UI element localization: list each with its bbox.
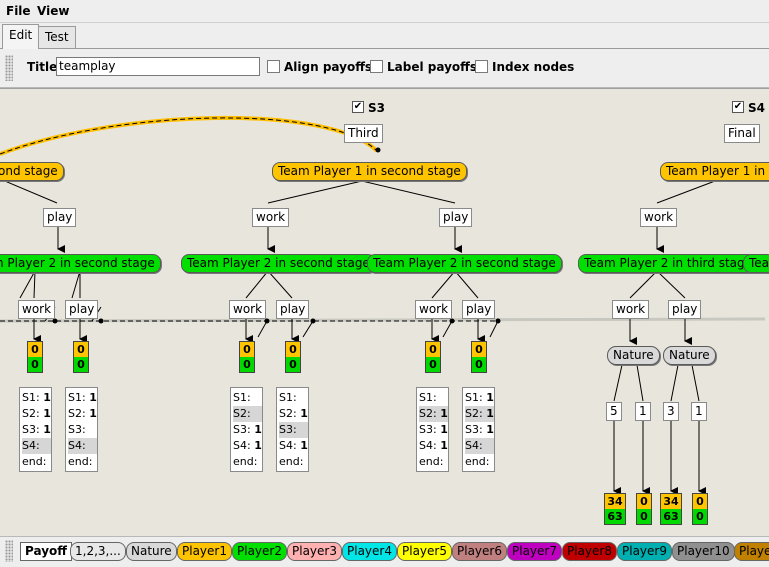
strategy-box: S1: 1 S2: 1 S3: 1 S4: end: xyxy=(462,387,495,472)
node-team-player-2-left[interactable]: n Player 2 in second stage xyxy=(0,254,161,273)
move-work[interactable]: work xyxy=(229,300,267,319)
strategy-box: S1: 1 S2: 1 S3: 1 S4: end: xyxy=(19,387,52,472)
tab-bar: Edit Test xyxy=(0,23,769,49)
label-payoffs-label: Label payoffs xyxy=(387,60,478,74)
title-input[interactable]: teamplay xyxy=(56,57,260,76)
palette-player10[interactable]: Player10 xyxy=(672,542,735,561)
node-team-player-2-second-a[interactable]: Team Player 2 in second stage xyxy=(181,254,376,273)
move-work[interactable]: work xyxy=(612,300,650,319)
stage-link-curve xyxy=(0,115,379,156)
move-work[interactable]: work xyxy=(415,300,453,319)
game-tree-canvas[interactable]: ✔ S3 Third ✔ S4 Final ond stage Team Pla… xyxy=(0,88,769,537)
align-payoffs-checkbox[interactable] xyxy=(267,60,280,73)
strategy-box: S1: S2: 1 S3: 1 S4: 1 end: xyxy=(416,387,449,472)
node-nature[interactable]: Nature xyxy=(607,346,660,365)
node-team-player-1-second[interactable]: Team Player 1 in second stage xyxy=(272,162,467,181)
move-work[interactable]: work xyxy=(252,208,290,227)
tree-edges xyxy=(0,115,766,495)
strategy-box: S1: 1 S2: 1 S3: S4: end: xyxy=(65,387,98,472)
align-payoffs-label: Align payoffs xyxy=(284,60,373,74)
toolbar-grip[interactable] xyxy=(5,55,13,81)
node-team-player-2-second-b[interactable]: Team Player 2 in second stage xyxy=(367,254,562,273)
node-team-player-1-third[interactable]: Team Player 1 in th xyxy=(660,162,769,181)
move-play[interactable]: play xyxy=(462,300,496,319)
palette-player11[interactable]: Playe xyxy=(734,542,769,561)
palette-payoff[interactable]: Payoff xyxy=(20,542,72,561)
toolbar: Title teamplay Align payoffs Label payof… xyxy=(0,49,769,88)
nature-probability[interactable]: 3 xyxy=(663,402,679,421)
stage-s3-checkbox[interactable]: ✔ xyxy=(352,101,364,113)
menu-view[interactable]: View xyxy=(37,4,70,18)
move-work[interactable]: work xyxy=(18,300,56,319)
strategy-box: S1: S2: S3: 1 S4: 1 end: xyxy=(230,387,263,472)
palette-grip[interactable] xyxy=(5,540,13,562)
stage-s3-name[interactable]: Third xyxy=(344,124,383,143)
player-palette: Payoff 1,2,3,... Nature Player1 Player2 … xyxy=(0,536,769,567)
node-team-player-2-third[interactable]: Team Player 2 in third stage xyxy=(578,254,758,273)
tab-edit[interactable]: Edit xyxy=(2,24,40,49)
menu-bar: File View xyxy=(0,0,769,23)
index-nodes-checkbox[interactable] xyxy=(475,60,488,73)
move-play[interactable]: play xyxy=(276,300,310,319)
palette-nature[interactable]: Nature xyxy=(126,542,177,561)
stage-s4-checkbox[interactable]: ✔ xyxy=(732,101,744,113)
palette-index[interactable]: 1,2,3,... xyxy=(70,542,126,561)
nature-probability[interactable]: 1 xyxy=(635,402,651,421)
stage-s4-label: S4 xyxy=(748,101,765,115)
label-payoffs-checkbox[interactable] xyxy=(370,60,383,73)
palette-player8[interactable]: Player8 xyxy=(562,542,617,561)
palette-player1[interactable]: Player1 xyxy=(177,542,232,561)
index-nodes-label: Index nodes xyxy=(492,60,575,74)
move-play[interactable]: play xyxy=(43,208,77,227)
move-work[interactable]: work xyxy=(640,208,678,227)
title-label: Title xyxy=(27,60,58,74)
palette-player5[interactable]: Player5 xyxy=(397,542,452,561)
move-play[interactable]: play xyxy=(668,300,702,319)
palette-player7[interactable]: Player7 xyxy=(507,542,562,561)
palette-player9[interactable]: Player9 xyxy=(617,542,672,561)
move-play[interactable]: play xyxy=(439,208,473,227)
stage-s3-label: S3 xyxy=(368,101,385,115)
nature-probability[interactable]: 5 xyxy=(606,402,622,421)
node-team-player-2-cut[interactable]: Tea xyxy=(743,254,769,273)
node-nature[interactable]: Nature xyxy=(663,346,716,365)
tab-test[interactable]: Test xyxy=(38,26,76,48)
strategy-box: S1: S2: 1 S3: S4: 1 end: xyxy=(276,387,309,472)
menu-file[interactable]: File xyxy=(6,4,31,18)
stage-s4-name[interactable]: Final xyxy=(724,124,760,143)
move-play[interactable]: play xyxy=(65,300,99,319)
palette-player3[interactable]: Player3 xyxy=(287,542,342,561)
palette-player6[interactable]: Player6 xyxy=(452,542,507,561)
nature-probability[interactable]: 1 xyxy=(691,402,707,421)
palette-player4[interactable]: Player4 xyxy=(342,542,397,561)
node-team-player-1-left[interactable]: ond stage xyxy=(0,162,64,181)
palette-player2[interactable]: Player2 xyxy=(232,542,287,561)
